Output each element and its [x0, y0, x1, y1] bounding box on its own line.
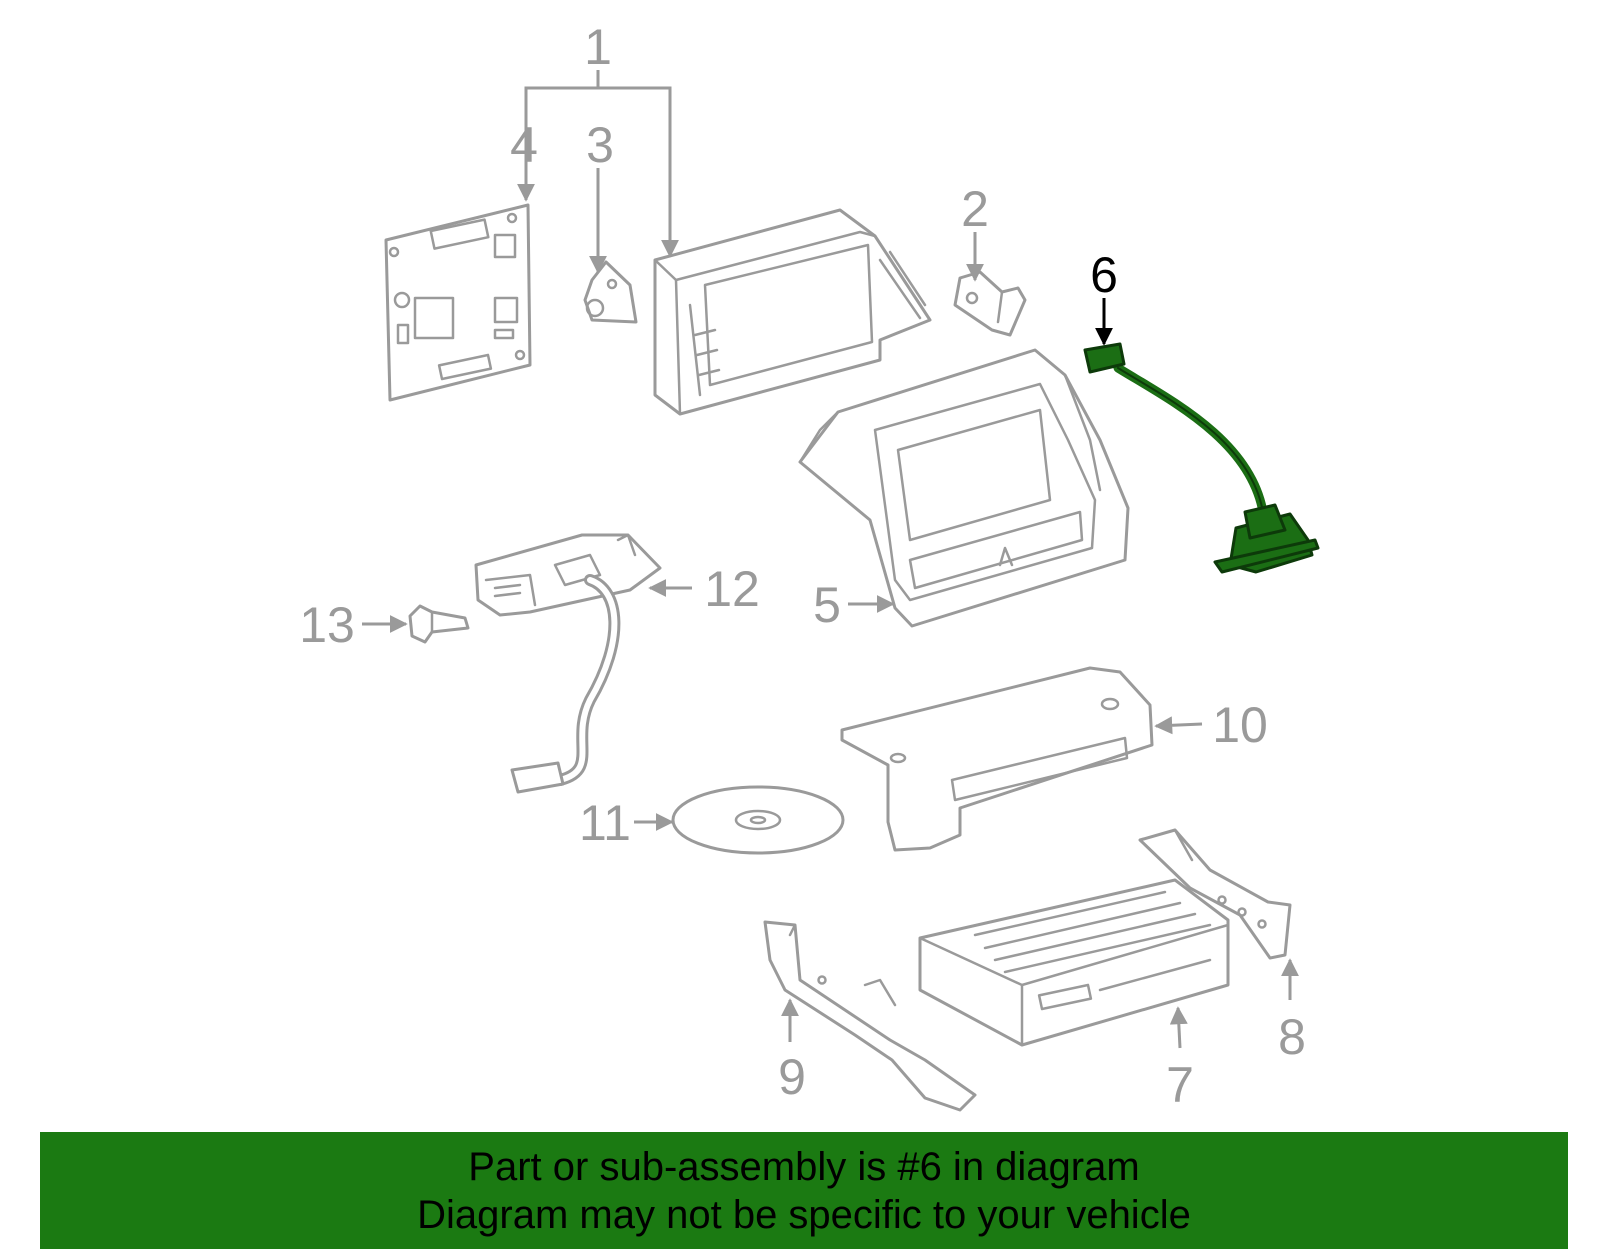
- callout-12: 12: [704, 561, 760, 617]
- banner-line-disclaimer: Diagram may not be specific to your vehi…: [417, 1192, 1191, 1237]
- callout-7: 7: [1166, 1057, 1194, 1113]
- callout-6-highlighted: 6: [1090, 247, 1118, 303]
- part-12-bracket-cable[interactable]: [474, 533, 662, 794]
- callout-13: 13: [299, 597, 355, 653]
- info-banner: Part or sub-assembly is #6 in diagram Di…: [40, 1132, 1568, 1249]
- part-2-bracket[interactable]: [953, 270, 1027, 337]
- part-9-bracket[interactable]: [763, 920, 977, 1112]
- callout-5: 5: [813, 577, 841, 633]
- part-1-display-unit[interactable]: [653, 208, 932, 416]
- callout-4: 4: [510, 117, 538, 173]
- part-10-cover[interactable]: [840, 666, 1154, 852]
- parts-diagram: 1 2 3 4 5 6 7 8 9 10 11 12 13: [299, 19, 1320, 1113]
- leader-lines: [362, 70, 1299, 1049]
- callout-labels: 1 2 3 4 5 6 7 8 9 10 11 12 13: [299, 19, 1306, 1113]
- part-6-antenna-cable[interactable]: [1083, 342, 1320, 574]
- callout-2: 2: [961, 181, 989, 237]
- callout-3: 3: [586, 117, 614, 173]
- callout-1: 1: [584, 19, 612, 75]
- part-4-circuit-board[interactable]: [384, 203, 532, 402]
- part-7-main-unit[interactable]: [918, 878, 1230, 1047]
- part-11-disc[interactable]: [671, 785, 845, 855]
- banner-line-part-number: Part or sub-assembly is #6 in diagram: [468, 1144, 1140, 1189]
- part-5-bezel[interactable]: [798, 348, 1130, 628]
- part-13-clip[interactable]: [408, 604, 470, 644]
- part-3-bracket[interactable]: [583, 260, 638, 324]
- callout-9: 9: [778, 1049, 806, 1105]
- callout-10: 10: [1212, 697, 1268, 753]
- callout-8: 8: [1278, 1009, 1306, 1065]
- callout-11: 11: [579, 795, 631, 851]
- part-8-bracket[interactable]: [1138, 828, 1292, 960]
